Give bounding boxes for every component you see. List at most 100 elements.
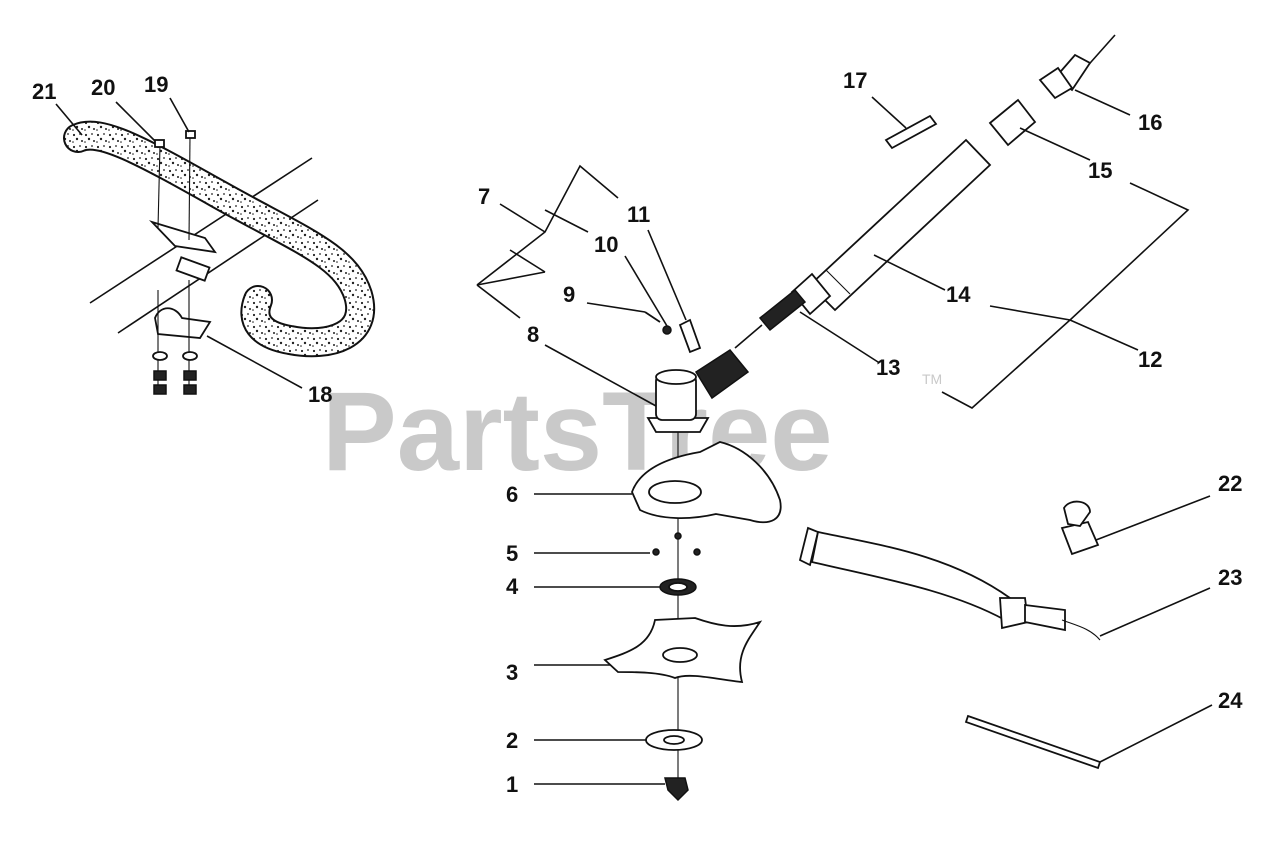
callout-23: 23 — [1218, 565, 1242, 590]
callout-6: 6 — [506, 482, 518, 507]
callout-15: 15 — [1088, 158, 1112, 183]
accessories — [798, 500, 1102, 770]
leader-23 — [1099, 587, 1211, 637]
leader-10 — [624, 255, 668, 327]
bracket-7-11 — [476, 164, 619, 286]
callout-7: 7 — [478, 184, 490, 209]
bolt-20-head — [154, 139, 165, 148]
leader-20 — [115, 101, 156, 142]
nut-icon — [183, 370, 197, 381]
blade-hole — [662, 647, 698, 663]
leader-8 — [544, 344, 657, 407]
handle-bracket — [154, 307, 212, 339]
strap-end — [798, 526, 820, 567]
hex-key-rod — [964, 714, 1102, 770]
bracket-12-right — [1068, 182, 1190, 351]
leader-10-bracket — [544, 209, 589, 233]
leader-24 — [1099, 704, 1213, 763]
bracket-7-base — [476, 271, 546, 286]
strap-hook — [1061, 619, 1101, 641]
blade-nut — [664, 777, 689, 802]
callout-10: 10 — [594, 232, 618, 257]
callout-1: 1 — [506, 772, 518, 797]
handle-clamp-plate — [175, 256, 211, 282]
leader-14 — [873, 254, 946, 291]
shaft-tube — [808, 138, 992, 312]
leader-19 — [169, 97, 190, 133]
bolt-11 — [678, 318, 702, 354]
callout-13: 13 — [876, 355, 900, 380]
bolt-20-shank — [157, 144, 161, 229]
bracket-8-join — [476, 284, 521, 319]
callout-14: 14 — [946, 282, 971, 307]
bolt-19-head — [185, 130, 196, 139]
leader-9 — [586, 302, 646, 313]
coupler-15 — [988, 98, 1037, 147]
callout-18: 18 — [308, 382, 332, 407]
leader-lines — [55, 89, 1213, 785]
leader-13 — [799, 311, 879, 363]
leader-21 — [55, 103, 83, 136]
strap-buckle — [999, 597, 1029, 630]
watermark-trademark: TM — [922, 371, 942, 387]
hanger-clip-ring — [1063, 500, 1091, 527]
gearhead-clamp — [694, 349, 750, 400]
washer-icon — [152, 351, 168, 361]
callout-2: 2 — [506, 728, 518, 753]
screw-9 — [644, 311, 661, 323]
callout-11: 11 — [627, 202, 650, 227]
gearhead-top — [655, 369, 697, 385]
callout-5: 5 — [506, 541, 518, 566]
callout-22: 22 — [1218, 471, 1242, 496]
leader-18 — [206, 335, 303, 389]
leader-7-upper — [499, 203, 546, 233]
callout-3: 3 — [506, 660, 518, 685]
guard-hub — [648, 480, 702, 504]
callout-labels: 21 20 19 18 7 8 9 10 11 12 13 14 15 16 1… — [32, 68, 1243, 797]
leader-17 — [871, 96, 907, 129]
strap-tail — [1024, 603, 1066, 632]
bracket-12-left — [941, 305, 1072, 409]
shaft-tube-seam — [825, 269, 851, 295]
shaft-line-upper — [89, 157, 313, 304]
callout-20: 20 — [91, 75, 115, 100]
handle-assembly — [63, 120, 375, 395]
bearing-bore — [668, 582, 688, 592]
nut-icon — [153, 384, 167, 395]
leader-7-lower — [509, 249, 546, 273]
shaft-sleeve — [790, 272, 832, 316]
bolt-19-shank — [188, 135, 191, 241]
washer-10 — [662, 325, 672, 335]
callout-8: 8 — [527, 322, 539, 347]
callout-24: 24 — [1218, 688, 1243, 713]
gearhead-assembly — [603, 311, 782, 802]
decal-17 — [884, 114, 938, 150]
leader-15 — [1019, 127, 1091, 161]
leader-11 — [647, 229, 687, 321]
watermark: PartsTree TM — [322, 369, 942, 494]
callout-19: 19 — [144, 72, 168, 97]
callout-16: 16 — [1138, 110, 1162, 135]
coupler-16 — [1038, 66, 1074, 100]
shoulder-strap — [810, 530, 1012, 622]
washer-icon — [182, 351, 198, 361]
threaded-drive-shaft — [758, 288, 807, 332]
callout-4: 4 — [506, 574, 519, 599]
handle-clamp-top — [148, 220, 217, 254]
screw-icon — [674, 532, 682, 540]
blade-washer-hole — [663, 735, 685, 745]
callout-17: 17 — [843, 68, 867, 93]
callout-9: 9 — [563, 282, 575, 307]
nut-icon — [183, 384, 197, 395]
callout-12: 12 — [1138, 347, 1162, 372]
shaft-assembly — [734, 34, 1116, 349]
screw-icon — [652, 548, 660, 556]
nut-icon — [153, 370, 167, 381]
leader-22 — [1095, 495, 1211, 541]
leader-16 — [1074, 89, 1131, 116]
foam-handle — [65, 122, 373, 356]
screw-icon — [693, 548, 701, 556]
drive-shaft-end — [734, 324, 763, 349]
callout-21: 21 — [32, 79, 56, 104]
